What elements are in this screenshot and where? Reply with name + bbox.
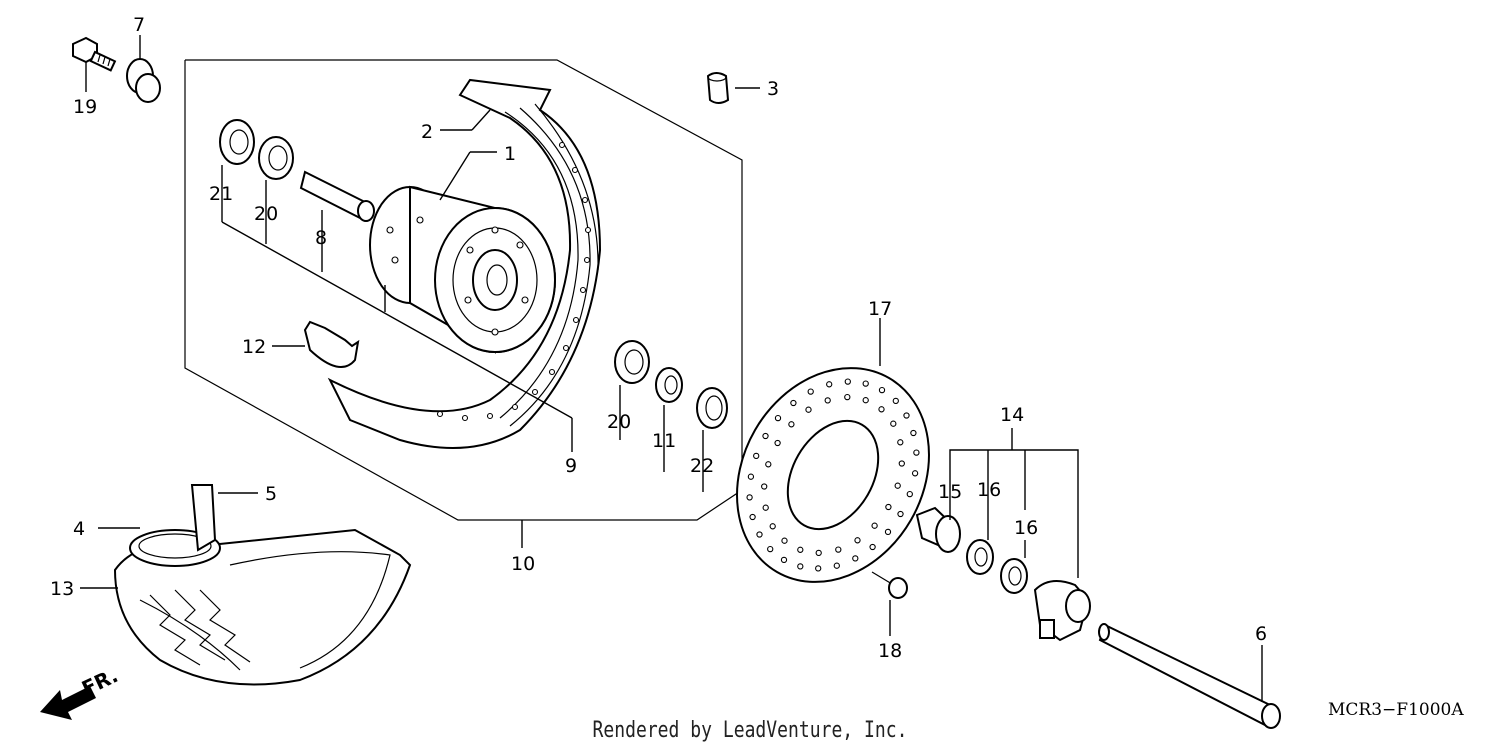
disk-hole — [906, 490, 913, 498]
dust-seal-22 — [696, 387, 728, 429]
washer-16-a — [966, 539, 994, 575]
callout-20-left: 20 — [254, 203, 278, 225]
gearbox-14 — [1033, 580, 1091, 642]
disk-hole — [761, 483, 768, 490]
bearing-21 — [219, 119, 255, 165]
disk-hole — [871, 522, 878, 529]
credit-line: Rendered by LeadVenture, Inc. — [592, 718, 908, 743]
bearing-20-left — [258, 136, 294, 180]
brake-disk-17 — [736, 367, 930, 583]
disk-hole — [797, 546, 804, 553]
disk-hole — [862, 380, 869, 387]
gear-15 — [915, 506, 961, 553]
disk-hole — [910, 429, 917, 437]
disk-hole — [911, 470, 919, 477]
assembly-outline — [184, 59, 743, 521]
callout-22: 22 — [690, 455, 714, 477]
disk-hole — [780, 556, 788, 564]
disk-hole — [898, 460, 905, 467]
disk-hole — [884, 528, 892, 536]
disk-hole — [767, 545, 774, 553]
disk-hole — [897, 439, 904, 446]
disk-hole — [815, 549, 822, 557]
callout-14: 14 — [1000, 404, 1024, 426]
callout-10: 10 — [511, 553, 535, 575]
disk-hole — [913, 449, 920, 456]
disk-hole — [885, 503, 892, 511]
disk-hole — [746, 494, 753, 501]
disk-hole — [833, 562, 840, 569]
callout-18: 18 — [878, 640, 902, 662]
disk-hole — [749, 513, 756, 521]
callout-8: 8 — [315, 227, 327, 249]
balance-weight-12 — [303, 320, 360, 369]
valve-3 — [706, 72, 730, 104]
disk-hole — [878, 386, 886, 394]
disk-bolt-18 — [871, 571, 908, 599]
callout-16-b: 16 — [1014, 517, 1038, 539]
callout-17: 17 — [868, 298, 892, 320]
disk-hole — [835, 546, 842, 553]
disk-hole — [762, 432, 769, 440]
callout-20-right: 20 — [607, 411, 631, 433]
callout-4: 4 — [73, 518, 85, 540]
disk-hole — [892, 397, 899, 405]
fr-label: FR. — [78, 663, 122, 700]
disk-hole — [769, 523, 776, 530]
callout-16-a: 16 — [977, 479, 1001, 501]
callout-5: 5 — [265, 483, 277, 505]
callout-11: 11 — [652, 430, 676, 452]
disk-hole — [765, 461, 772, 468]
bolt-19 — [72, 36, 117, 72]
disk-hole — [805, 406, 812, 413]
bearing-20-right — [614, 340, 650, 384]
callout-13: 13 — [50, 578, 74, 600]
disk-hole — [844, 393, 851, 401]
callout-9: 9 — [565, 455, 577, 477]
callout-7: 7 — [133, 14, 145, 36]
disk-hole — [815, 565, 822, 572]
disk-hole — [894, 482, 901, 489]
disk-hole — [781, 537, 788, 544]
front-direction-arrow: FR. — [40, 663, 122, 720]
distance-collar-8 — [299, 170, 375, 222]
callout-1: 1 — [504, 143, 516, 165]
disk-hole — [790, 399, 797, 407]
disk-hole — [844, 378, 851, 385]
callout-2: 2 — [421, 121, 433, 143]
disk-hole — [869, 543, 876, 551]
callout-15: 15 — [938, 481, 962, 503]
disk-hole — [797, 563, 804, 570]
wheel-rim-9 — [327, 78, 602, 449]
axle-6 — [1098, 623, 1281, 729]
diagram-code: MCR3−F1000A — [1328, 700, 1464, 720]
disk-hole — [854, 537, 861, 544]
disk-hole — [774, 414, 782, 422]
oil-seal-11 — [655, 367, 683, 403]
callout-21: 21 — [209, 183, 233, 205]
washer-16-b — [1000, 558, 1028, 594]
callout-3: 3 — [767, 78, 779, 100]
callout-19: 19 — [73, 96, 97, 118]
disk-hole — [852, 555, 859, 562]
disk-hole — [807, 388, 814, 395]
disk-hole — [762, 504, 769, 511]
disk-hole — [878, 406, 885, 413]
disk-hole — [903, 412, 910, 419]
collar-7 — [126, 58, 161, 103]
disk-hole — [756, 531, 763, 538]
disk-hole — [862, 397, 869, 404]
callout-12: 12 — [242, 336, 266, 358]
callout-6: 6 — [1255, 623, 1267, 645]
disk-hole — [774, 439, 781, 447]
disk-hole — [753, 452, 760, 460]
disk-hole — [826, 381, 833, 388]
disk-hole — [788, 421, 795, 428]
disk-hole — [747, 473, 755, 480]
rim-band-5 — [190, 484, 217, 552]
disk-hole — [824, 397, 831, 404]
disk-hole — [890, 420, 897, 427]
disk-hole — [897, 510, 904, 518]
